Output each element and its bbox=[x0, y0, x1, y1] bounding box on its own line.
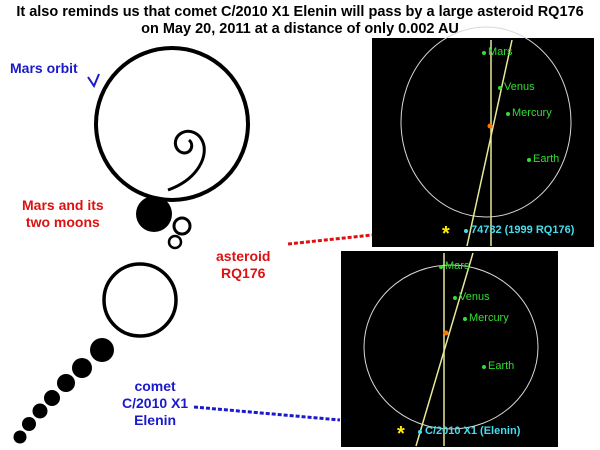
comet-line-2: C/2010 X1 bbox=[122, 395, 189, 411]
panel-background bbox=[341, 251, 558, 447]
asteroid-line-2: RQ176 bbox=[221, 265, 266, 281]
planet-dot-mercury bbox=[463, 317, 467, 321]
mars-orbit-text: Mars orbit bbox=[10, 60, 78, 76]
chain-dot bbox=[57, 374, 75, 392]
mars-moons-line-1: Mars and its bbox=[22, 197, 104, 213]
chain-dot bbox=[22, 417, 36, 431]
track-line bbox=[415, 252, 474, 447]
chain-dot bbox=[72, 358, 92, 378]
planet-dot-mars bbox=[482, 51, 486, 55]
mars-moons-line-2: two moons bbox=[25, 214, 100, 230]
panel-orbit bbox=[363, 264, 539, 430]
sun-marker bbox=[443, 330, 449, 336]
headline-line-2: on May 20, 2011 at a distance of only 0.… bbox=[141, 21, 459, 37]
chain-dot bbox=[90, 338, 114, 362]
planet-dot-mars bbox=[439, 265, 443, 269]
planet-label-mars: Mars bbox=[445, 260, 470, 272]
panel-background bbox=[372, 38, 594, 247]
mars-moons-label: Mars and its two moons bbox=[22, 197, 104, 231]
chain-dot bbox=[13, 430, 27, 444]
planet-label-venus: Venus bbox=[504, 81, 535, 93]
planet-label-earth: Earth bbox=[533, 153, 559, 165]
planet-label-mars: Mars bbox=[488, 46, 513, 58]
object-label: 74732 (1999 RQ176) bbox=[471, 224, 575, 236]
object-dot bbox=[464, 229, 468, 233]
comet-line-3: Elenin bbox=[134, 412, 177, 428]
asteroid-connector bbox=[287, 233, 373, 246]
asteroid-label: asteroid RQ176 bbox=[216, 248, 270, 282]
sketch-group bbox=[94, 46, 250, 338]
chain-dot bbox=[32, 403, 48, 419]
sketch-dots bbox=[13, 196, 172, 444]
panel-orbit bbox=[400, 26, 572, 218]
headline: It also reminds us that comet C/2010 X1 … bbox=[0, 4, 600, 38]
object-label: C/2010 X1 (Elenin) bbox=[425, 425, 521, 437]
mars-orbit-arrow bbox=[87, 73, 100, 89]
comet-connector bbox=[193, 405, 341, 422]
orbit-spiral bbox=[167, 129, 206, 192]
comet-line-1: comet bbox=[134, 378, 176, 394]
mars-orbit-label: Mars orbit bbox=[10, 60, 78, 77]
lower-circle bbox=[102, 262, 178, 338]
asteroid-panel: Mars Venus Mercury Earth * 74732 (1999 R… bbox=[372, 26, 594, 247]
track-line bbox=[466, 39, 513, 247]
asteroid-line-1: asteroid bbox=[216, 248, 271, 264]
planet-dot-earth bbox=[482, 365, 486, 369]
headline-line-1: It also reminds us that comet C/2010 X1 … bbox=[16, 4, 584, 20]
planet-label-mercury: Mercury bbox=[469, 312, 509, 324]
asterisk-marker: * bbox=[397, 423, 405, 445]
comet-panel: Mars Venus Mercury Earth * C/2010 X1 (El… bbox=[341, 251, 558, 447]
object-dot bbox=[418, 430, 422, 434]
comet-label: comet C/2010 X1 Elenin bbox=[122, 378, 188, 429]
planet-label-mercury: Mercury bbox=[512, 107, 552, 119]
planet-dot-venus bbox=[453, 296, 457, 300]
moon-ring-outer bbox=[172, 216, 192, 236]
moon-ring-inner bbox=[167, 234, 183, 250]
planet-label-venus: Venus bbox=[459, 291, 490, 303]
asterisk-marker: * bbox=[442, 223, 450, 245]
mars-blob bbox=[136, 196, 172, 232]
mars-orbit-circle bbox=[94, 46, 250, 202]
sun-marker bbox=[487, 123, 493, 129]
chain-dot bbox=[44, 390, 60, 406]
planet-dot-venus bbox=[498, 86, 502, 90]
planet-dot-mercury bbox=[506, 112, 510, 116]
planet-label-earth: Earth bbox=[488, 360, 514, 372]
planet-dot-earth bbox=[527, 158, 531, 162]
